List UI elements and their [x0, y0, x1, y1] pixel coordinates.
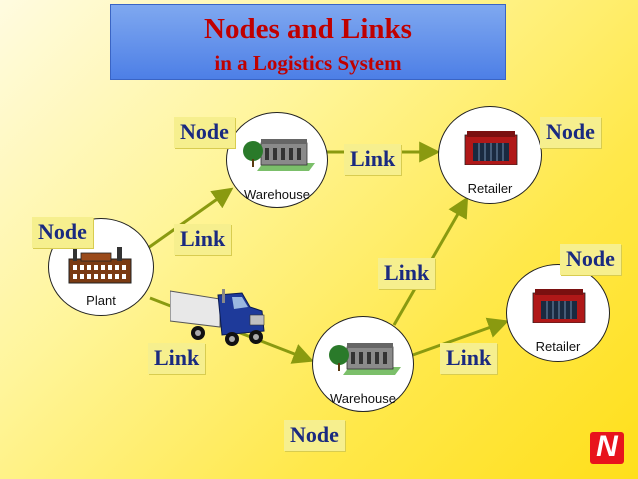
- factory-icon: [68, 245, 132, 284]
- tag-link-warehouse-retailer-bottom: Link: [440, 343, 498, 374]
- node-retailer-top: Retailer: [438, 106, 542, 204]
- logo-letter: N: [596, 430, 618, 463]
- truck-icon: [170, 289, 265, 346]
- node-warehouse-top: Warehouse: [226, 112, 328, 208]
- tag-node-plant: Node: [32, 217, 93, 248]
- link-plant-warehouse-top: [147, 187, 234, 250]
- tag-node-retailer-bottom: Node: [560, 244, 621, 275]
- node-label-warehouse-top: Warehouse: [244, 187, 310, 202]
- tag-link-warehouse-retailer-top: Link: [344, 144, 402, 175]
- store-icon: [464, 131, 518, 165]
- node-label-retailer-bottom: Retailer: [535, 339, 581, 354]
- tag-link-plant-warehouse-bottom: Link: [148, 343, 206, 374]
- store-icon: [532, 289, 586, 323]
- tag-node-warehouse-top: Node: [174, 117, 235, 148]
- node-label-retailer-top: Retailer: [467, 181, 513, 196]
- title-main: Nodes and Links: [204, 13, 412, 45]
- node-label-warehouse-bottom: Warehouse: [330, 391, 396, 406]
- tag-node-retailer-top: Node: [540, 117, 601, 148]
- tag-node-warehouse-bottom: Node: [284, 420, 345, 451]
- warehouse-icon: [243, 139, 315, 171]
- logo-icon: N: [590, 430, 624, 464]
- title-sub: in a Logistics System: [214, 51, 402, 75]
- node-retailer-bottom: Retailer: [506, 264, 610, 362]
- node-label-plant: Plant: [86, 293, 116, 308]
- link-warehouse-retailer-bottom: [409, 317, 509, 358]
- title-box: Nodes and Links in a Logistics System: [110, 4, 506, 80]
- warehouse-icon: [329, 343, 401, 375]
- tag-link-warehouse-retailer-diag: Link: [378, 258, 436, 289]
- node-warehouse-bottom: Warehouse: [312, 316, 414, 412]
- tag-link-plant-warehouse-top: Link: [174, 224, 232, 255]
